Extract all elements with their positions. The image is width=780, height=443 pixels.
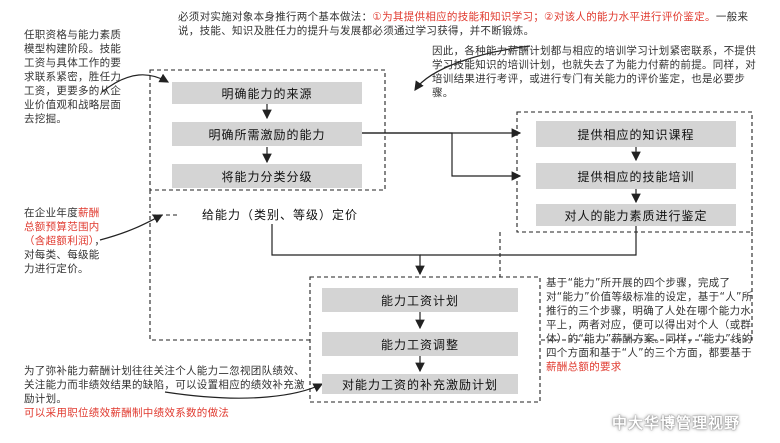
top-note-lead: 必须对实施对象本身推行两个基本做法：: [178, 11, 373, 23]
bottom-note: 为了弥补能力薪酬计划往往关注个人能力二忽视团队绩效、关注能力而非绩效结果的缺陷，…: [24, 364, 314, 420]
left-note-pricing: 在企业年度薪酬总额预算范围内（含超额利润），对每类、每级能力进行定价。: [24, 206, 106, 276]
box-wage-plan: 能力工资计划: [322, 288, 518, 312]
right-note-summary: 基于“能力”所开展的四个步骤，完成了对“能力”价值等级标准的设定，基于“人”所推…: [546, 276, 756, 374]
box-ability-appraisal: 对人的能力素质进行鉴定: [536, 204, 736, 226]
box-wage-adjust: 能力工资调整: [322, 332, 518, 356]
box-ability-source: 明确能力的来源: [172, 82, 362, 104]
right-note-summary-text: 基于“能力”所开展的四个步骤，完成了对“能力”价值等级标准的设定，基于“人”所推…: [546, 277, 753, 359]
bottom-note-text: 为了弥补能力薪酬计划往往关注个人能力二忽视团队绩效、关注能力而非绩效结果的缺陷，…: [24, 365, 305, 405]
right-note-training: 因此，各种能力薪酬计划都与相应的培训学习计划紧密联系，不提供学习技能知识的培训计…: [432, 45, 756, 99]
left-note-qualification: 任职资格与能力素质模型构建阶段。技能工资与具体工作的要求联系紧密，胜任力工资，更…: [24, 29, 122, 125]
left-note-pricing-highlight: 薪酬总额预算范围内（含超额利润）: [24, 207, 100, 247]
top-note: 必须对实施对象本身推行两个基本做法：①为其提供相应的技能和知识学习；②对该人的能…: [178, 10, 763, 38]
watermark-text: 中大华博管理视野: [612, 414, 741, 432]
left-note-pricing-b: ，对每类、每级能力进行定价。: [24, 235, 106, 275]
left-note-pricing-a: 在企业年度: [24, 207, 78, 219]
top-note-highlight: ①为其提供相应的技能和知识学习；②对该人的能力水平进行评价鉴定。: [372, 11, 716, 23]
top-note-rest: 一般来说，技能、知识及胜任力的提升与发展都必须通过学习获得，并不断锻炼。: [178, 11, 749, 37]
box-knowledge-course: 提供相应的知识课程: [536, 121, 736, 147]
bottom-note-highlight: 可以采用职位绩效薪酬制中绩效系数的做法: [24, 407, 230, 419]
box-ability-pricing: 给能力（类别、等级）定价: [201, 207, 358, 222]
box-ability-incentive: 明确所需激励的能力: [172, 122, 362, 146]
box-skill-training: 提供相应的技能培训: [536, 163, 736, 189]
right-note-summary-highlight: 薪酬总额的要求: [546, 361, 622, 373]
box-wage-bonus: 对能力工资的补充激励计划: [322, 374, 518, 394]
box-ability-classify: 将能力分类分级: [172, 164, 362, 188]
